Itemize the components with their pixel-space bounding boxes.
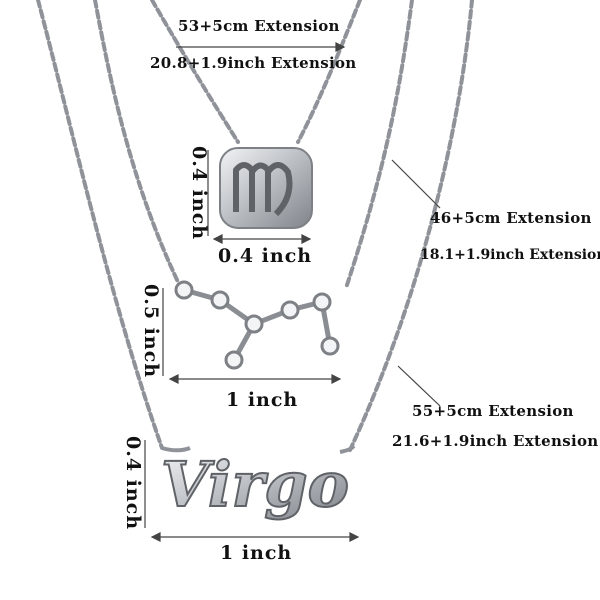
nameplate-text: Virgo bbox=[161, 448, 349, 521]
middle-extension-inch-label: 18.1+1.9inch Extension bbox=[420, 247, 600, 263]
symbol-width-label: 0.4 inch bbox=[218, 245, 313, 267]
nameplate-height-label: 0.4 inch bbox=[122, 436, 144, 531]
virgo-nameplate-pendant: Virgo bbox=[160, 444, 356, 522]
chain-bottom bbox=[36, 0, 474, 452]
symbol-height-label: 0.4 inch bbox=[188, 146, 210, 241]
dimension-guides bbox=[144, 42, 441, 542]
virgo-symbol-pendant bbox=[219, 147, 313, 229]
constellation-width-label: 1 inch bbox=[226, 389, 299, 411]
virgo-constellation-pendant bbox=[174, 280, 340, 370]
middle-extension-cm-label: 46+5cm Extension bbox=[430, 209, 592, 227]
chain-top bbox=[150, 0, 362, 144]
constellation-height-label: 0.5 inch bbox=[140, 284, 162, 379]
lower-extension-inch-label: 21.6+1.9inch Extension bbox=[392, 432, 599, 450]
lower-extension-cm-label: 55+5cm Extension bbox=[412, 402, 574, 420]
top-extension-cm-label: 53+5cm Extension bbox=[178, 17, 340, 35]
chain-middle bbox=[93, 0, 414, 290]
top-extension-inch-label: 20.8+1.9inch Extension bbox=[150, 54, 357, 72]
nameplate-width-label: 1 inch bbox=[220, 542, 293, 564]
